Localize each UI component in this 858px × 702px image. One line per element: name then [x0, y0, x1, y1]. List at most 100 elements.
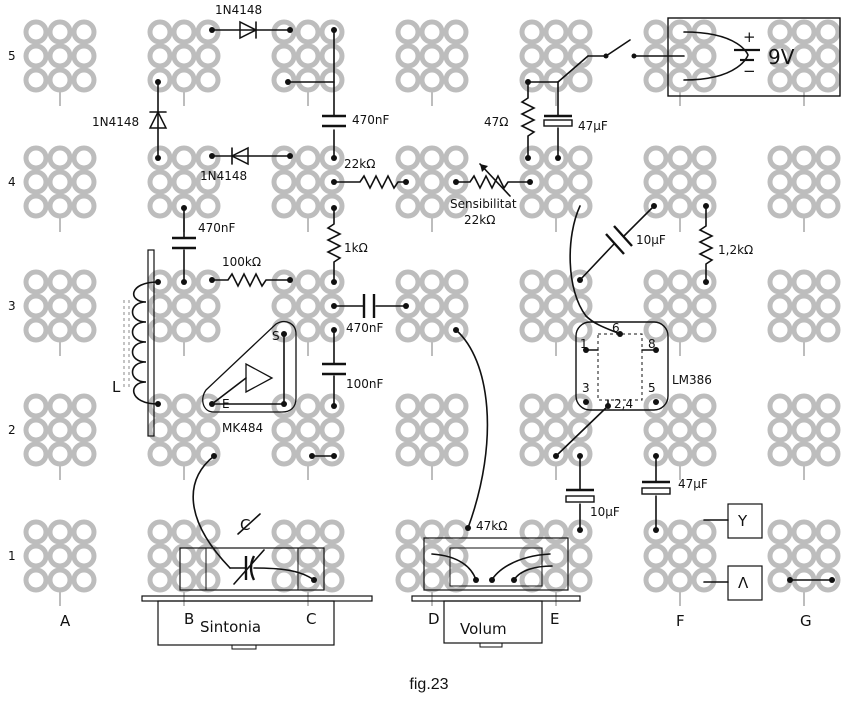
- cap-470nf-middle: 470nF: [331, 294, 409, 335]
- pad-cluster: [643, 19, 717, 106]
- cap-100nf: 100nF: [322, 327, 384, 409]
- cap-470nf-left-label: 470nF: [198, 221, 236, 235]
- lm386-pin5: 5: [648, 381, 656, 395]
- col-c: C: [306, 610, 316, 628]
- mk484-label: MK484: [222, 421, 263, 435]
- volume-pot-label: 47kΩ: [476, 519, 507, 533]
- jack-a-symbol: Λ: [738, 574, 749, 592]
- jack-y-symbol: Y: [737, 512, 748, 530]
- pad-cluster: [271, 19, 345, 106]
- pad-cluster: [395, 393, 469, 480]
- pad-cluster: [395, 519, 469, 606]
- mk484-e: E: [222, 397, 230, 411]
- pad-cluster: [147, 519, 221, 606]
- pad-cluster: [395, 145, 469, 232]
- diode-top: 1N4148: [209, 3, 293, 40]
- mk484-chip: E S MK484: [202, 320, 297, 435]
- resistor-47ohm: 47Ω: [484, 79, 536, 161]
- sensitivity-pot: Sensibilitat 22kΩ: [450, 163, 533, 227]
- pad-cluster: [767, 145, 841, 232]
- cap-10uf-bottom-label: 10µF: [590, 505, 620, 519]
- cap-10uf-top-label: 10µF: [636, 233, 666, 247]
- pad-cluster: [147, 269, 221, 356]
- pad-cluster: [767, 393, 841, 480]
- col-f: F: [676, 612, 685, 630]
- pad-cluster: [519, 519, 593, 606]
- pad-cluster: [519, 145, 593, 232]
- pad-cluster: [147, 393, 221, 480]
- battery-label: 9V: [768, 45, 795, 69]
- pad-cluster: [767, 269, 841, 356]
- wire-lm386-ground: [555, 405, 609, 457]
- column-letters: A B C D E F G: [60, 610, 812, 630]
- diode-left: 1N4148: [92, 79, 168, 161]
- row-label-2: 2: [8, 423, 16, 437]
- inductor-l: L: [112, 249, 161, 437]
- pad-cluster: [271, 145, 345, 232]
- pad-cluster: [271, 393, 345, 480]
- lm386-pin3: 3: [582, 381, 590, 395]
- pad-cluster: [23, 19, 97, 106]
- battery-plus: +: [743, 28, 756, 46]
- diode-middle-label: 1N4148: [200, 169, 247, 183]
- row-label-1: 1: [8, 549, 16, 563]
- pad-cluster: [643, 393, 717, 480]
- pad-cluster: [643, 269, 717, 356]
- diode-middle: 1N4148: [200, 146, 293, 183]
- cap-10uf-bottom: 10µF: [565, 453, 620, 533]
- volume-knob-label: Volum: [460, 620, 507, 638]
- resistor-22k: 22kΩ: [331, 157, 409, 190]
- col-b: B: [184, 610, 194, 628]
- row-label-5: 5: [8, 49, 16, 63]
- lm386-pin6: 6: [612, 321, 620, 335]
- resistor-22k-label: 22kΩ: [344, 157, 375, 171]
- resistor-1-2k: 1,2kΩ: [698, 203, 753, 285]
- lm386-chip: 1 3 5 6 8 2,4 LM386: [569, 205, 712, 411]
- pad-cluster: [23, 519, 97, 606]
- mk484-s: S: [272, 329, 280, 343]
- lm386-pin1: 1: [580, 337, 588, 351]
- figure-caption: fig.23: [409, 676, 449, 693]
- diode-top-label: 1N4148: [215, 3, 262, 17]
- tuning-capacitor: C Sintonia: [141, 453, 373, 650]
- col-g: G: [800, 612, 812, 630]
- pad-cluster: [395, 19, 469, 106]
- pad-cluster: [271, 519, 345, 606]
- pad-cluster: [23, 145, 97, 232]
- volume-pot: 47kΩ Volum: [411, 327, 581, 648]
- resistor-100k: 100kΩ: [209, 255, 293, 288]
- pad-cluster: [147, 145, 221, 232]
- pad-cluster: [395, 269, 469, 356]
- lm386-pin8: 8: [648, 337, 656, 351]
- cap-470nf-middle-label: 470nF: [346, 321, 384, 335]
- col-e: E: [550, 610, 559, 628]
- tuning-cap-label: C: [240, 516, 250, 534]
- cap-47uf-bottom: 47µF: [641, 453, 708, 533]
- tuning-knob-label: Sintonia: [200, 618, 261, 636]
- lm386-pin24: 2,4: [614, 397, 633, 411]
- output-jack: Y Λ: [703, 503, 835, 601]
- cap-47uf-top-label: 47µF: [578, 119, 608, 133]
- pad-cluster: [23, 269, 97, 356]
- battery-minus: −: [743, 62, 756, 80]
- battery-9v: + − 9V: [667, 17, 841, 97]
- terminal-pads: [23, 19, 841, 606]
- cap-100nf-label: 100nF: [346, 377, 384, 391]
- sensitivity-label: Sensibilitat: [450, 197, 517, 211]
- inductor-label: L: [112, 378, 121, 396]
- pad-cluster: [519, 269, 593, 356]
- resistor-1k-label: 1kΩ: [344, 241, 368, 255]
- lm386-label: LM386: [672, 373, 712, 387]
- cap-47uf-bottom-label: 47µF: [678, 477, 708, 491]
- col-a: A: [60, 612, 71, 630]
- resistor-47ohm-label: 47Ω: [484, 115, 508, 129]
- pad-cluster: [643, 145, 717, 232]
- diode-left-label: 1N4148: [92, 115, 139, 129]
- resistor-100k-label: 100kΩ: [222, 255, 261, 269]
- cap-10uf-top: 10µF: [577, 203, 666, 283]
- row-label-3: 3: [8, 299, 16, 313]
- cap-470nf-left: 470nF: [172, 205, 236, 285]
- pad-cluster: [147, 19, 221, 106]
